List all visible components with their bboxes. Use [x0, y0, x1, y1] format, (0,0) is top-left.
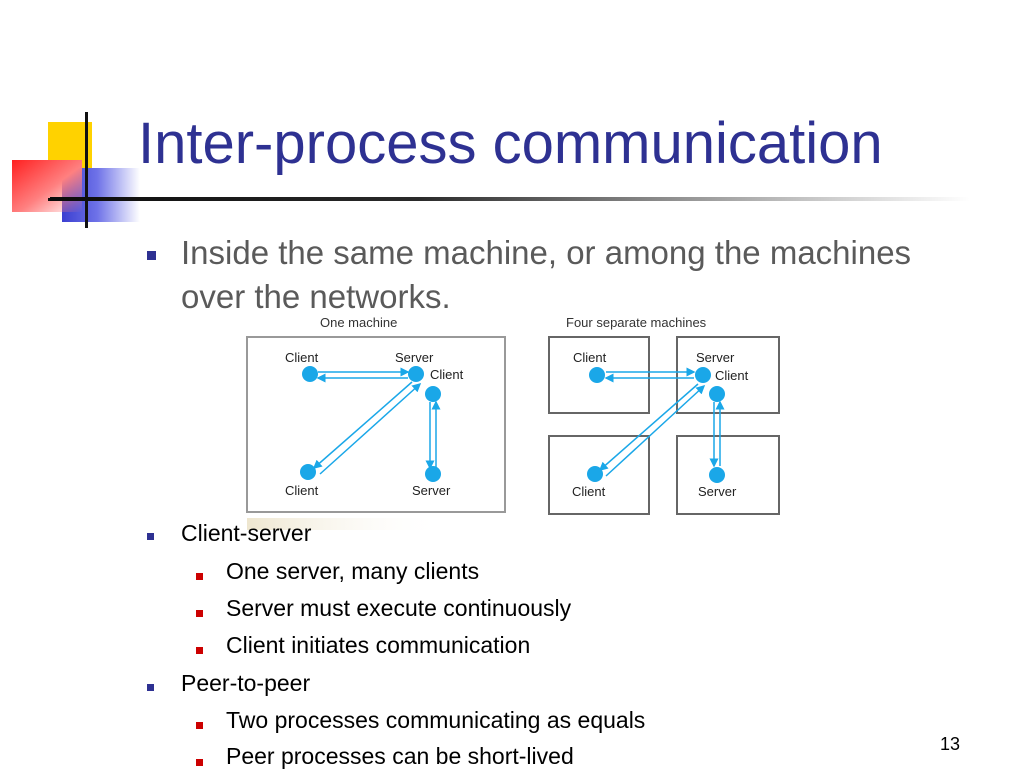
- sub-bullet-marker: [196, 610, 203, 617]
- figure-shadow: [247, 518, 447, 530]
- sub-bullet-text: One server, many clients: [226, 558, 480, 584]
- right-server-bottom-node: [709, 467, 725, 483]
- bullet-marker: [147, 684, 154, 691]
- right-client-right-node: [709, 386, 725, 402]
- sub-bullet-text: Server must execute continuously: [226, 595, 572, 621]
- slide-title: Inter-process communication: [138, 111, 883, 176]
- sub-bullet-marker: [196, 573, 203, 580]
- sub-bullet-text: Peer processes can be short-lived: [226, 743, 574, 769]
- bullet-marker: [147, 533, 154, 540]
- red-square-decoration: [12, 160, 82, 212]
- right-client-right-label: Client: [715, 368, 749, 383]
- ipc-diagram: One machine Client Server Client Client …: [246, 315, 780, 530]
- vertical-line-decoration: [85, 112, 88, 228]
- left-server-bottom-label: Server: [412, 483, 451, 498]
- left-server-node: [408, 366, 424, 382]
- left-client-node: [302, 366, 318, 382]
- right-caption: Four separate machines: [566, 315, 707, 330]
- sub-bullet-marker: [196, 759, 203, 766]
- sub-bullet-marker: [196, 722, 203, 729]
- bullet-peer-to-peer: Peer-to-peer: [181, 670, 311, 696]
- sub-bullet-marker: [196, 647, 203, 654]
- title-underline: [50, 197, 970, 201]
- left-client-right-node: [425, 386, 441, 402]
- left-client-bottom-node: [300, 464, 316, 480]
- bullet-marker: [147, 251, 156, 260]
- right-client-label: Client: [573, 350, 607, 365]
- right-client-bottom-label: Client: [572, 484, 606, 499]
- main-bullet-text: Inside the same machine, or among the ma…: [181, 234, 912, 315]
- left-server-label: Server: [395, 350, 434, 365]
- left-client-bottom-label: Client: [285, 483, 319, 498]
- right-server-node: [695, 367, 711, 383]
- right-server-label: Server: [696, 350, 735, 365]
- sub-bullet-text: Client initiates communication: [226, 632, 531, 658]
- left-client-label: Client: [285, 350, 319, 365]
- right-client-node: [589, 367, 605, 383]
- machine-box-4: [676, 435, 780, 515]
- page-number: 13: [940, 734, 961, 754]
- bullet-client-server: Client-server: [181, 520, 312, 546]
- sub-bullet-text: Two processes communicating as equals: [226, 707, 646, 733]
- left-client-right-label: Client: [430, 367, 464, 382]
- left-server-bottom-node: [425, 466, 441, 482]
- right-server-bottom-label: Server: [698, 484, 737, 499]
- right-client-bottom-node: [587, 466, 603, 482]
- left-caption: One machine: [320, 315, 397, 330]
